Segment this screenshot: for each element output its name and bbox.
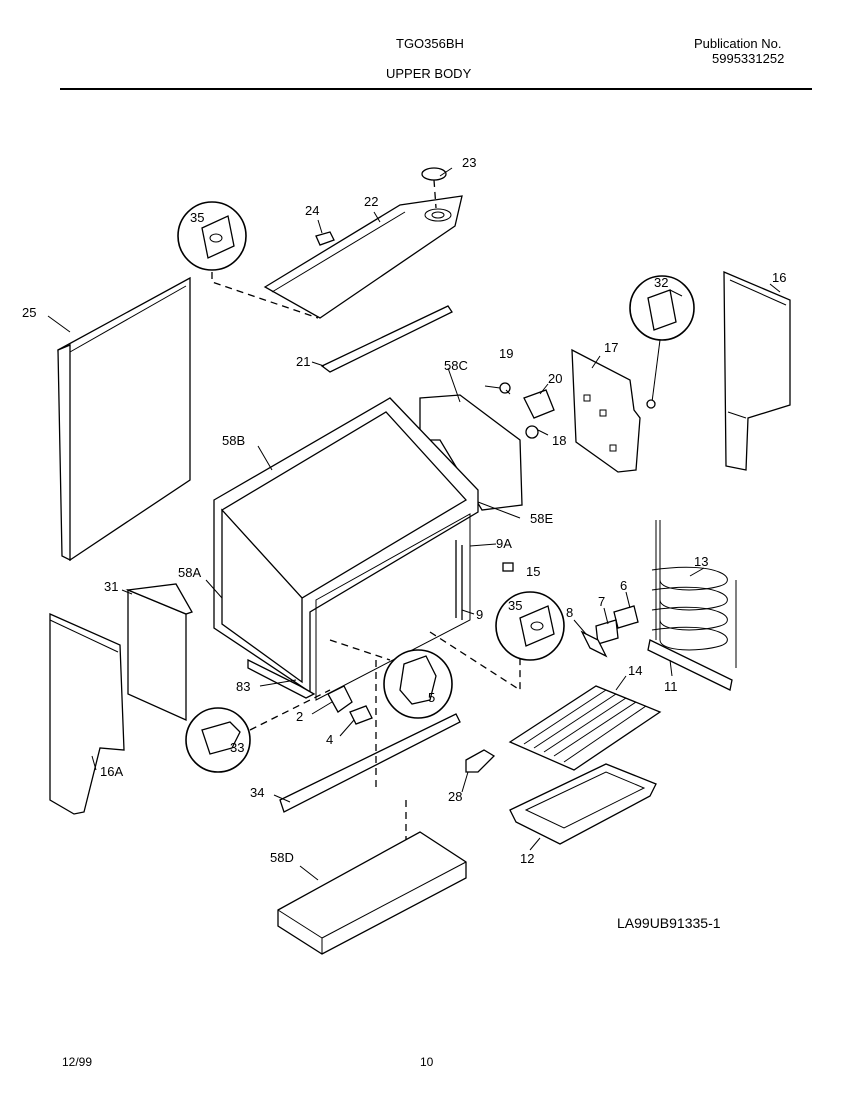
part-83-trim [247, 658, 316, 699]
publication-label: Publication No. [694, 36, 782, 51]
detail-circle-32 [629, 275, 695, 341]
callout-58C: 58C [444, 358, 468, 373]
callout-5: 5 [428, 690, 435, 705]
callout-labels: 25 23 22 24 35 21 19 58C 20 17 32 16 18 … [22, 155, 786, 866]
callout-16: 16 [772, 270, 786, 285]
callout-33: 33 [230, 740, 244, 755]
footer-date: 12/99 [62, 1055, 93, 1069]
callout-18: 18 [552, 433, 566, 448]
detail-circle-35-top [177, 201, 247, 271]
callout-9A: 9A [496, 536, 512, 551]
part-2-clip [327, 685, 353, 713]
detail-circle-33 [185, 707, 251, 773]
callout-58E: 58E [530, 511, 553, 526]
callout-35-right: 35 [508, 598, 522, 613]
part-16A-panel [49, 613, 125, 815]
page-number: 10 [420, 1055, 434, 1069]
detail-circle-35-right [495, 591, 565, 661]
detail-circle-5 [383, 649, 453, 719]
part-8-bracket [580, 630, 608, 658]
callout-32: 32 [654, 275, 668, 290]
callout-21: 21 [296, 354, 310, 369]
callout-6: 6 [620, 578, 627, 593]
part-17-bracket [571, 348, 641, 473]
part-14-oven-rack [508, 685, 662, 771]
part-18-part [525, 425, 539, 439]
callout-8: 8 [566, 605, 573, 620]
part-12-broiler-pan [509, 763, 657, 845]
part-15-clip [502, 562, 514, 572]
part-7-bracket [595, 619, 619, 645]
callout-23: 23 [462, 155, 476, 170]
callout-58A: 58A [178, 565, 201, 580]
part-20-switch [523, 389, 555, 419]
callout-20: 20 [548, 371, 562, 386]
section-title: UPPER BODY [386, 66, 472, 81]
part-34-strip [279, 713, 461, 813]
part-13-element [651, 520, 737, 668]
part-24-clip [315, 231, 335, 246]
callout-14: 14 [628, 663, 642, 678]
leader-lines [47, 167, 781, 881]
callout-35-top: 35 [190, 210, 204, 225]
callout-7: 7 [598, 594, 605, 609]
callout-58D: 58D [270, 850, 294, 865]
part-21-trim [320, 305, 453, 373]
header-rule [60, 88, 812, 90]
callout-4: 4 [326, 732, 333, 747]
part-19-fitting [499, 382, 511, 394]
callout-15: 15 [526, 564, 540, 579]
callout-11: 11 [664, 679, 678, 694]
part-28-clip [465, 749, 496, 773]
model-number: TGO356BH [396, 36, 464, 51]
callout-22: 22 [364, 194, 378, 209]
part-11-bracket [647, 639, 733, 691]
callout-19: 19 [499, 346, 513, 361]
part-25-side-panel [57, 276, 191, 562]
part-6-bracket [613, 605, 639, 629]
part-22-top-panel [263, 195, 463, 319]
callout-2: 2 [296, 709, 303, 724]
drawing-id: LA99UB91335-1 [617, 915, 721, 931]
part-31-top [125, 583, 193, 615]
callout-34: 34 [250, 785, 264, 800]
callout-24: 24 [305, 203, 319, 218]
callout-58B: 58B [222, 433, 245, 448]
callout-17: 17 [604, 340, 618, 355]
callout-25: 25 [22, 305, 36, 320]
callout-28: 28 [448, 789, 462, 804]
callout-12: 12 [520, 851, 534, 866]
callout-83: 83 [236, 679, 250, 694]
callout-31: 31 [104, 579, 118, 594]
callout-13: 13 [694, 554, 708, 569]
callout-16A: 16A [100, 764, 123, 779]
publication-number: 5995331252 [712, 51, 785, 66]
part-16-side-panel [723, 271, 791, 471]
part-58D-insulation-block [277, 831, 467, 955]
part-58B-oven-box [213, 397, 479, 701]
callout-9: 9 [476, 607, 483, 622]
